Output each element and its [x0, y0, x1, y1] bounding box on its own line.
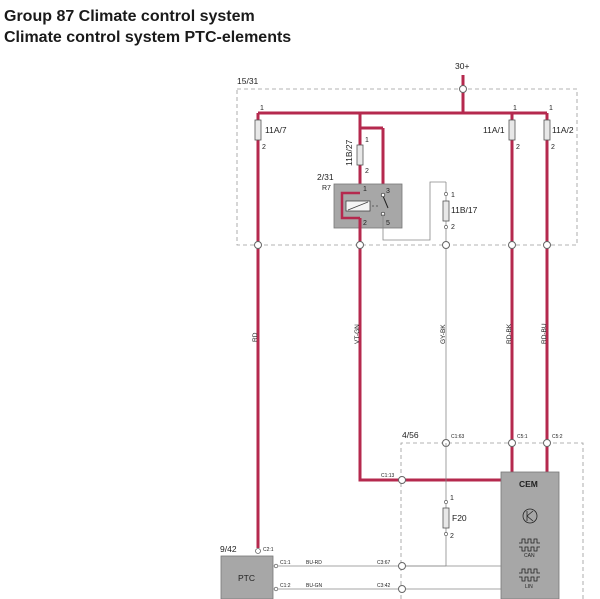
connector-c1-13-label: C1:13 — [381, 473, 395, 479]
lin-label: LIN — [525, 584, 533, 590]
fuse-f20-top-dot — [444, 500, 448, 504]
can-transceiver-icon — [522, 508, 538, 524]
fuse-11a7-label: 11A/7 — [265, 125, 287, 135]
fuse-f20-pin1: 1 — [450, 495, 454, 502]
wire-rd-bu-label: RD-BU — [541, 323, 548, 344]
relay-coil-mark — [347, 201, 369, 211]
connector-c3-42 — [398, 585, 406, 593]
fuse-11a1-label: 11A/1 — [483, 125, 505, 135]
fuse-11a1-pin2: 2 — [516, 144, 520, 151]
wire-rd-bk-label: RD-BK — [506, 323, 513, 344]
connector-c5-2 — [543, 439, 551, 447]
connector-rd — [254, 241, 262, 249]
relay-label: 2/31 — [317, 172, 334, 182]
supply-terminal — [459, 85, 467, 93]
relay-pin3: 3 — [386, 188, 390, 195]
fuse-11a7-pin1: 1 — [260, 105, 264, 112]
fuse-11b27 — [356, 144, 364, 166]
fuse-11a1 — [508, 119, 516, 141]
fuse-11a7 — [254, 119, 262, 141]
connector-c5-1-label: C5:1 — [517, 434, 528, 440]
cem-module — [500, 471, 560, 599]
connector-c1-63-label: C1:63 — [451, 434, 465, 440]
cem-box-label: 4/56 — [402, 430, 419, 440]
relay-contact-3 — [380, 192, 386, 198]
connector-c2-1-label: C2:1 — [263, 547, 274, 553]
cem-box-outline — [400, 442, 584, 599]
ptc-c1-2-label: C1:2 — [280, 583, 291, 589]
wire-vt-gn-label: VT-GN — [354, 324, 361, 344]
connector-c3-67 — [398, 562, 406, 570]
connector-rd-bk — [508, 241, 516, 249]
wire-bu-gn-label: BU-GN — [306, 583, 323, 589]
fuse-11a1-pin1: 1 — [513, 105, 517, 112]
connector-c5-2-label: C5:2 — [552, 434, 563, 440]
fuse-11a2-pin1: 1 — [549, 105, 553, 112]
fuse-11b17-bottom-dot — [444, 225, 448, 229]
wire-gy-bk-label: GY-BK — [440, 324, 447, 344]
fuse-11a7-pin2: 2 — [262, 144, 266, 151]
wire-vt-gn — [358, 218, 501, 482]
page-title: Group 87 Climate control system — [4, 8, 255, 25]
lin-signal-icon — [519, 568, 540, 582]
fuse-11a2 — [543, 119, 551, 141]
ptc-pin-c1-2 — [273, 586, 279, 592]
connector-vt-gn — [356, 241, 364, 249]
connector-c3-42-label: C3:42 — [377, 583, 391, 589]
connector-gy-bk — [442, 241, 450, 249]
relay-pin5: 5 — [386, 220, 390, 227]
fuse-11b27-pin1: 1 — [365, 137, 369, 144]
wire-relay-pin5 — [382, 181, 446, 241]
connector-rd-bu — [543, 241, 551, 249]
connector-c5-1 — [508, 439, 516, 447]
fuse-11b17-top-dot — [444, 192, 448, 196]
fuse-11b17-pin2: 2 — [451, 224, 455, 231]
fuse-11a2-pin2: 2 — [551, 144, 555, 151]
fuse-11b27-pin2: 2 — [365, 168, 369, 175]
ptc-module — [220, 555, 274, 599]
relay-switch — [382, 195, 389, 209]
fuse-f20-bottom-dot — [444, 532, 448, 536]
relay-coil-wire — [340, 191, 360, 220]
fuse-11b27-label: 11B/27 — [344, 139, 354, 166]
fuse-f20 — [442, 507, 450, 529]
connector-c3-67-label: C3:67 — [377, 560, 391, 566]
fuse-f20-pin2: 2 — [450, 533, 454, 540]
fusebox-outline — [236, 88, 578, 246]
ptc-c1-1-label: C1:1 — [280, 560, 291, 566]
relay-pin1: 1 — [363, 186, 367, 193]
ptc-pin-c1-1 — [273, 563, 279, 569]
fuse-11a2-label: 11A/2 — [552, 125, 574, 135]
fuse-f20-label: F20 — [452, 513, 467, 523]
wire-rd-label: RD — [252, 332, 259, 342]
fuse-11b17-pin1: 1 — [451, 192, 455, 199]
ptc-name: PTC — [238, 573, 255, 583]
relay-pin2: 2 — [363, 220, 367, 227]
cem-label: CEM — [519, 479, 538, 489]
can-signal-icon — [519, 538, 540, 552]
connector-c1-13 — [398, 476, 406, 484]
can-label: CAN — [524, 553, 535, 559]
fuse-11b17 — [442, 200, 450, 222]
ptc-ref-label: 9/42 — [220, 544, 237, 554]
wire-bu-rd-label: BU-RD — [306, 560, 322, 566]
page-subtitle: Climate control system PTC-elements — [4, 29, 292, 46]
supply-label: 30+ — [455, 61, 469, 71]
fusebox-label: 15/31 — [237, 76, 259, 86]
connector-c2-1 — [255, 548, 261, 554]
fuse-11b17-label: 11B/17 — [451, 205, 478, 215]
relay-ref: R7 — [322, 185, 331, 192]
